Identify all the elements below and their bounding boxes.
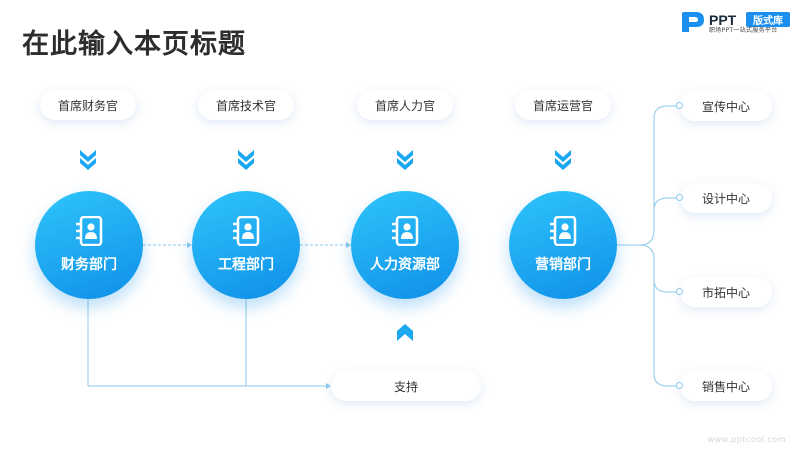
department-engineering: 工程部门 bbox=[192, 191, 300, 299]
connector-dot bbox=[676, 288, 683, 295]
connector-dot bbox=[676, 102, 683, 109]
officer-chro: 首席人力官 bbox=[357, 90, 453, 120]
officer-cto: 首席技术官 bbox=[198, 90, 294, 120]
chevron-down-icon bbox=[397, 150, 413, 170]
officer-coo: 首席运营官 bbox=[515, 90, 611, 120]
department-label: 营销部门 bbox=[535, 257, 591, 273]
department-marketing: 营销部门 bbox=[509, 191, 617, 299]
chevron-down-icon bbox=[80, 150, 96, 170]
connector-dot bbox=[676, 194, 683, 201]
center-market-expansion: 市拓中心 bbox=[680, 277, 772, 307]
department-hr: 人力资源部 bbox=[351, 191, 459, 299]
department-label: 人力资源部 bbox=[370, 257, 440, 273]
contact-card-icon bbox=[550, 216, 577, 246]
officer-cfo: 首席财务官 bbox=[40, 90, 136, 120]
watermark: www.pptcool.com bbox=[707, 435, 786, 444]
contact-card-icon bbox=[233, 216, 260, 246]
center-publicity: 宣传中心 bbox=[680, 91, 772, 121]
department-label: 工程部门 bbox=[218, 257, 274, 273]
chevron-down-icon bbox=[238, 150, 254, 170]
chevron-up-icon bbox=[397, 324, 413, 341]
contact-card-icon bbox=[76, 216, 103, 246]
department-finance: 财务部门 bbox=[35, 191, 143, 299]
logo-badge-text: 版式库 bbox=[753, 14, 783, 27]
logo-brand-text: PPT bbox=[709, 12, 737, 28]
connector-dot bbox=[676, 382, 683, 389]
support-box: 支持 bbox=[331, 371, 481, 401]
page-title: 在此输入本页标题 bbox=[22, 29, 246, 60]
center-design: 设计中心 bbox=[680, 183, 772, 213]
contact-card-icon bbox=[392, 216, 419, 246]
center-sales: 销售中心 bbox=[680, 371, 772, 401]
logo-tagline: 职场PPT一站式服务平台 bbox=[709, 27, 778, 34]
chevron-down-icon bbox=[555, 150, 571, 170]
pptcool-logo: PPT 版式库 bbox=[682, 12, 790, 32]
department-label: 财务部门 bbox=[61, 257, 117, 273]
